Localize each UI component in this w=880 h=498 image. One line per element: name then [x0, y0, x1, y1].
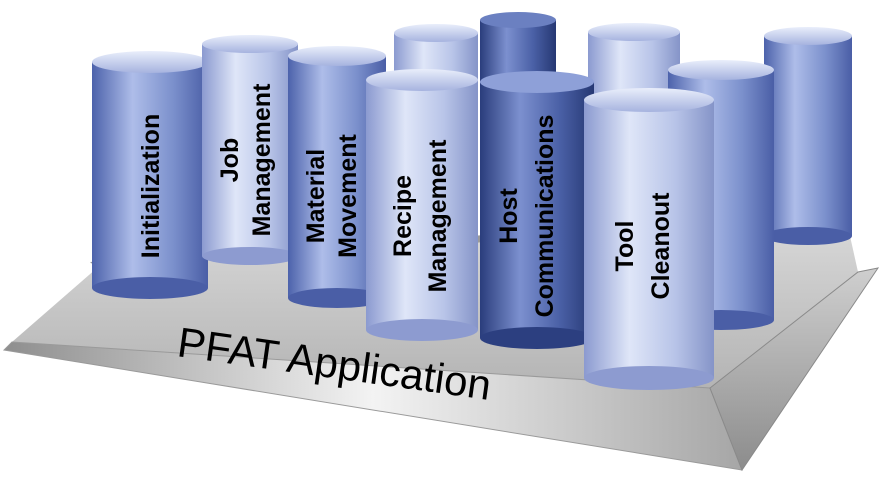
- pillar-label: Communications: [531, 115, 559, 318]
- pillar-label: Initialization: [137, 114, 165, 258]
- pillar-label: Movement: [334, 134, 362, 258]
- pillar-label: Cleanout: [647, 192, 675, 300]
- pillar-label: Tool: [611, 221, 639, 272]
- pillars: Initialization Job Management Material M…: [92, 35, 714, 390]
- pillar-label: Management: [424, 139, 452, 292]
- bg-pillar: [764, 27, 852, 245]
- pillar-job-management: Job Management: [202, 35, 298, 265]
- pillar-recipe-management: Recipe Management: [366, 69, 478, 341]
- platform-right-bevel: [709, 267, 880, 472]
- pillar-label: Job: [216, 138, 244, 182]
- pillar-label: Recipe: [389, 175, 417, 257]
- pillar-label: Host: [495, 188, 523, 244]
- pillar-initialization: Initialization: [92, 51, 208, 299]
- pillar-label: Material: [302, 149, 330, 243]
- pillar-host-communications: Host Communications: [480, 71, 594, 349]
- pillar-tool-cleanout: Tool Cleanout: [584, 88, 714, 390]
- pillar-label: Management: [248, 83, 276, 236]
